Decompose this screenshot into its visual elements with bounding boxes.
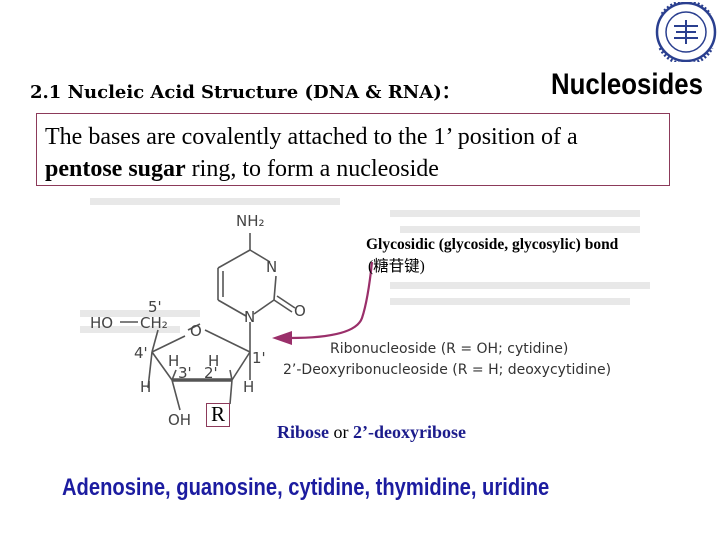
atom-h-c1: H [208, 352, 219, 370]
atom-o2: O [294, 302, 306, 320]
bond-label-zh: (糖苷键) [368, 258, 425, 275]
label-c1: 1' [252, 349, 266, 367]
or-label: or [333, 422, 349, 442]
label-c5: 5' [148, 298, 162, 316]
label-c2: 2' [204, 364, 218, 382]
atom-h-c1-down: H [243, 378, 254, 396]
definition-emphasis: pentose sugar [45, 156, 186, 182]
atom-n3: N [266, 258, 277, 276]
atom-ring-o: O [190, 322, 202, 340]
bond-arrow [289, 261, 374, 340]
label-c3: 3' [178, 364, 192, 382]
atom-h-c4-down: H [140, 378, 151, 396]
atom-oh: OH [168, 411, 191, 429]
atom-nh2: NH₂ [236, 212, 265, 230]
bond-label-en: Glycosidic (glycoside, glycosylic) bond [366, 236, 619, 253]
glycosidic-bond-label: Glycosidic (glycoside, glycosylic) bond … [366, 234, 696, 278]
deoxyribose-label: 2’-deoxyribose [353, 422, 466, 442]
university-seal-logo [655, 2, 717, 62]
page-subtitle: Nucleosides [551, 68, 703, 101]
atom-ho: HO [90, 314, 113, 332]
background-texture [80, 198, 650, 333]
label-c4: 4' [134, 344, 148, 362]
atom-n1: N [244, 308, 255, 326]
page-title: 2.1 Nucleic Acid Structure (DNA & RNA)： [30, 82, 460, 103]
atom-ch2: CH₂ [140, 314, 168, 332]
arrow-head-icon [272, 331, 292, 345]
ribose-label: Ribose [277, 422, 330, 442]
ribonucleoside-label: Ribonucleoside (R = OH; cytidine) [330, 341, 569, 357]
sugar-types: Ribose or 2’-deoxyribose [277, 422, 466, 443]
definition-text-1: The bases are covalently attached to the… [45, 124, 578, 150]
r-group-marker: R [206, 403, 230, 427]
definition-text-2: ring, to form a nucleoside [185, 156, 439, 182]
title-row: 2.1 Nucleic Acid Structure (DNA & RNA)： … [30, 68, 720, 108]
definition-box: The bases are covalently attached to the… [36, 113, 670, 186]
atom-h-c4: H [168, 352, 179, 370]
deoxyribonucleoside-label: 2’-Deoxyribonucleoside (R = H; deoxycyti… [283, 362, 612, 378]
nucleoside-examples: Adenosine, guanosine, cytidine, thymidin… [62, 474, 550, 501]
